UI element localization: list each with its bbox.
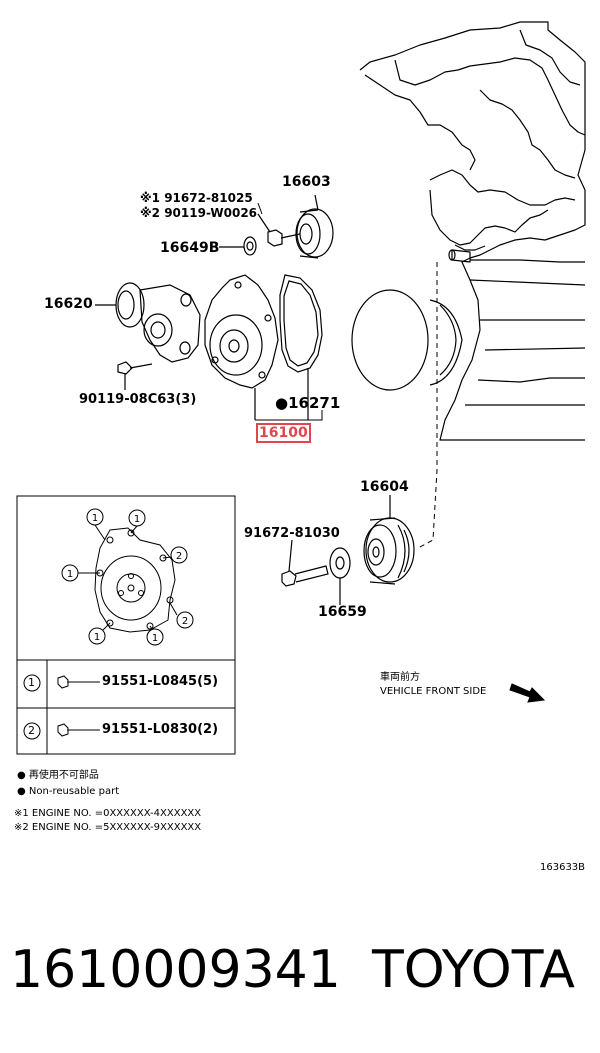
legend-nonreuse-jp: ● 再使用不可部品 (17, 770, 99, 781)
idler-pulley-16603 (295, 194, 334, 259)
svg-text:2: 2 (176, 551, 182, 562)
legend-nonreuse-en: ● Non-reusable part (17, 786, 120, 797)
svg-text:2: 2 (182, 616, 188, 627)
bolt-91672-81030 (281, 539, 329, 587)
svg-text:1: 1 (94, 632, 100, 643)
front-side-jp: 車両前方 (380, 672, 420, 683)
belt-tensioner-16620 (95, 282, 201, 363)
inset-callout-circles (61, 508, 194, 646)
footer-part-number: 1610009341 (10, 940, 341, 1000)
bolt-90119-08C63 (117, 361, 153, 390)
label-16603: 16603 (282, 174, 331, 190)
bolt-91672-81025 (257, 213, 301, 247)
belt-routing-dashed-line (417, 262, 438, 549)
table-row-2-num: 2 (28, 724, 35, 737)
label-bolt-note2: ※2 90119-W0026 (140, 206, 258, 220)
table-row-1-num: 1 (28, 676, 35, 689)
engine-block-outline (359, 21, 586, 441)
label-16649b: 16649B (160, 240, 220, 256)
water-pump-16100 (204, 274, 279, 420)
table-row-1-part: 91551-L0845(5) (102, 674, 219, 689)
svg-text:1: 1 (67, 569, 73, 580)
label-16271: ●16271 (275, 394, 341, 412)
washer-16649B (219, 236, 257, 256)
table-row-2-part: 91551-L0830(2) (102, 722, 219, 737)
legend-engine-1: ※1 ENGINE NO. =0XXXXXX-4XXXXXX (14, 808, 202, 819)
inset-water-pump-front-view (94, 527, 176, 633)
label-16604: 16604 (360, 479, 409, 495)
svg-text:1: 1 (92, 513, 98, 524)
diagram-code: 163633B (540, 862, 586, 873)
detail-inset-box (16, 495, 236, 755)
footer-brand: TOYOTA (372, 940, 575, 1000)
svg-text:1: 1 (152, 633, 158, 644)
label-16659: 16659 (318, 604, 367, 620)
washer-16659 (329, 547, 351, 605)
table-bolt-icons (57, 675, 100, 737)
front-side-en: VEHICLE FRONT SIDE (380, 686, 487, 697)
label-bolt-note1: ※1 91672-81025 (140, 191, 253, 205)
pulley-16604 (363, 495, 415, 585)
engine-crank-pulley (351, 289, 429, 391)
legend-engine-2: ※2 ENGINE NO. =5XXXXXX-9XXXXXX (14, 822, 202, 833)
table-number-circles (23, 674, 41, 740)
label-91672-81030: 91672-81030 (244, 526, 340, 541)
label-16100-highlighted: 16100 (256, 423, 311, 443)
exploded-parts-diagram: 1 1 2 1 2 1 1 (16, 21, 586, 755)
label-90119-08c63: 90119-08C63(3) (79, 392, 197, 407)
label-16620: 16620 (44, 296, 93, 312)
vehicle-front-arrow (509, 683, 546, 703)
svg-text:1: 1 (134, 514, 140, 525)
